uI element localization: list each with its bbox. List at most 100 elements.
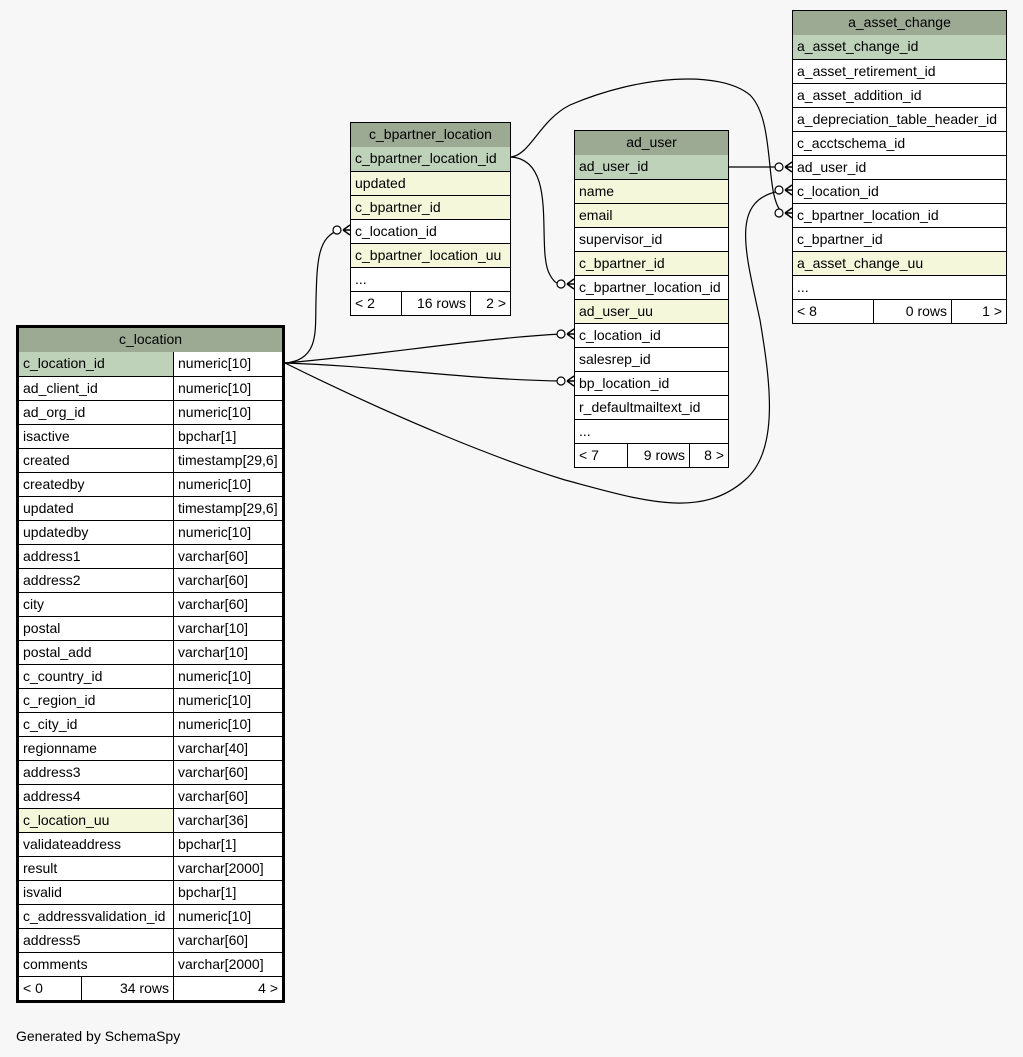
column-row-supervisor-id[interactable]: supervisor_id [575,227,728,251]
column-row-c-bpartner-id[interactable]: c_bpartner_id [351,195,510,219]
column-row-c-location-id[interactable]: c_location_id [793,179,1006,203]
column-row-more[interactable]: ... [351,267,510,291]
column-type: varchar[60] [173,929,282,952]
column-type: varchar[60] [173,545,282,568]
children-count[interactable]: 8 > [689,444,728,467]
column-row-c-bpartner-id[interactable]: c_bpartner_id [575,251,728,275]
column-type: varchar[60] [173,761,282,784]
column-row-c-location-id[interactable]: c_location_id [575,323,728,347]
column-row-c-bpartner-id[interactable]: c_bpartner_id [793,227,1006,251]
column-name: c_country_id [23,668,103,684]
column-name: a_asset_addition_id [797,87,922,103]
column-row-a-asset-addition-id[interactable]: a_asset_addition_id [793,83,1006,107]
column-name: address2 [23,572,81,588]
column-name: c_location_uu [19,809,173,832]
column-row-updated[interactable]: updated [351,171,510,195]
column-row-c-acctschema-id[interactable]: c_acctschema_id [793,131,1006,155]
column-type: numeric[10] [173,713,282,736]
column-row-bp-location-id[interactable]: bp_location_id [575,371,728,395]
column-row-name[interactable]: name [575,179,728,203]
column-type: varchar[2000] [173,857,282,880]
column-row-address4[interactable]: address4 varchar[60] [19,784,282,808]
table-c-bpartner-location[interactable]: c_bpartner_location c_bpartner_location_… [350,122,511,316]
column-row-a-asset-change-id[interactable]: a_asset_change_id [793,35,1006,59]
column-row-created[interactable]: created timestamp[29,6] [19,448,282,472]
column-name: createdby [23,476,85,492]
column-name: c_bpartner_id [797,231,883,247]
column-row-c-country-id[interactable]: c_country_id numeric[10] [19,664,282,688]
column-row-c-location-id[interactable]: c_location_id [351,219,510,243]
parents-count[interactable]: < 8 [797,303,817,319]
column-row-c-bpartner-location-id[interactable]: c_bpartner_location_id [351,147,510,171]
column-row-c-bpartner-location-id[interactable]: c_bpartner_location_id [793,203,1006,227]
column-row-a-depreciation-table-header-id[interactable]: a_depreciation_table_header_id [793,107,1006,131]
column-row-more[interactable]: ... [793,275,1006,299]
table-title: a_asset_change [848,14,951,30]
parents-count[interactable]: < 2 [355,295,375,311]
column-row-ad-user-id[interactable]: ad_user_id [575,155,728,179]
rows-count: 34 rows [81,977,173,1000]
column-row-salesrep-id[interactable]: salesrep_id [575,347,728,371]
column-name: a_asset_change_id [793,35,1006,59]
column-name: c_bpartner_location_id [579,279,721,295]
children-count[interactable]: 4 > [173,977,282,1000]
column-name: address4 [23,788,81,804]
column-type: varchar[40] [173,737,282,760]
column-row-ad-user-id[interactable]: ad_user_id [793,155,1006,179]
column-name: supervisor_id [579,231,663,247]
children-count[interactable]: 2 > [470,292,510,315]
column-type: varchar[60] [173,785,282,808]
edge-location-to-ad-user-bp-location [284,362,563,382]
children-count[interactable]: 1 > [951,300,1006,323]
column-name: r_defaultmailtext_id [579,399,701,415]
column-row-r-defaultmailtext-id[interactable]: r_defaultmailtext_id [575,395,728,419]
column-row-c-bpartner-location-uu[interactable]: c_bpartner_location_uu [351,243,510,267]
generated-by-label: Generated by SchemaSpy [16,1028,181,1044]
column-row-c-bpartner-location-id[interactable]: c_bpartner_location_id [575,275,728,299]
column-row-a-asset-retirement-id[interactable]: a_asset_retirement_id [793,59,1006,83]
column-name: ad_user_id [575,155,728,179]
parents-count[interactable]: < 0 [23,980,43,996]
table-title: c_bpartner_location [369,126,492,142]
column-name: salesrep_id [579,351,651,367]
parents-count[interactable]: < 7 [579,447,599,463]
column-row-more[interactable]: ... [575,419,728,443]
column-type: numeric[10] [173,665,282,688]
column-row-ad-user-uu[interactable]: ad_user_uu [575,299,728,323]
column-row-email[interactable]: email [575,203,728,227]
table-header: c_location [19,328,282,352]
column-name: updated [23,500,74,516]
column-name: created [23,452,70,468]
column-type: timestamp[29,6] [173,449,282,472]
edge-location-to-bpartner-location [284,229,341,364]
column-row-a-asset-change-uu[interactable]: a_asset_change_uu [793,251,1006,275]
column-name: a_depreciation_table_header_id [797,111,998,127]
rows-count: 0 rows [873,300,951,323]
